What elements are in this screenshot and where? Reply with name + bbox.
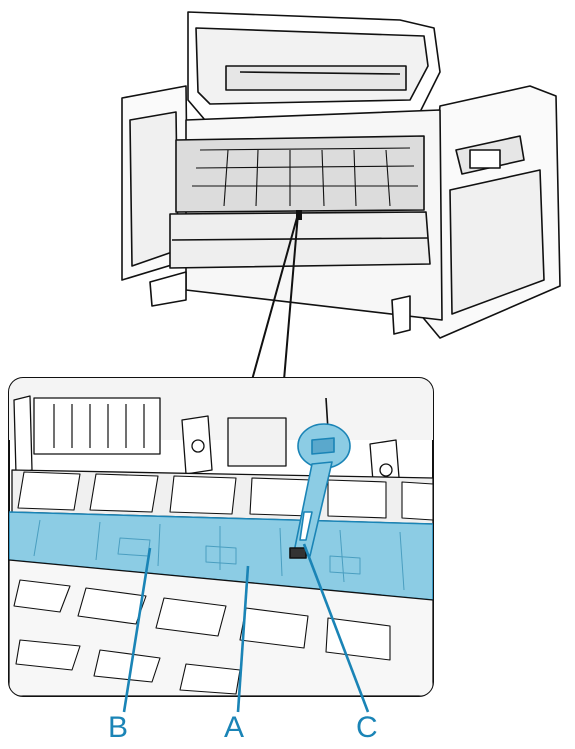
zoom-point <box>296 210 302 220</box>
callout-label-b: B <box>108 713 128 743</box>
detail-inset <box>9 378 433 696</box>
printer-illustration <box>122 12 560 338</box>
callout-label-a: A <box>224 713 244 743</box>
callout-label-c: C <box>356 713 378 743</box>
